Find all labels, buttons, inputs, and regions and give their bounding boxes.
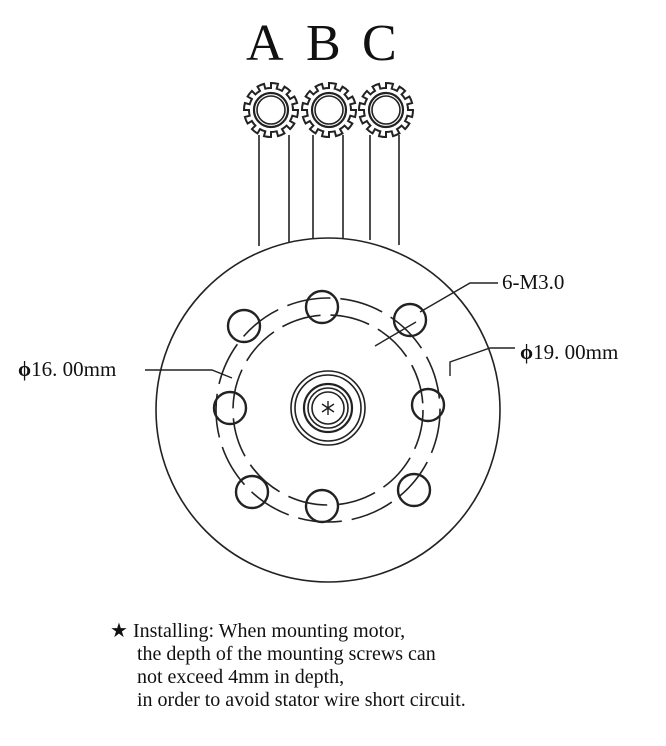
outer-diameter-value: 19. 00mm: [533, 340, 619, 364]
star-icon: ★: [110, 620, 128, 642]
connector-gear: [357, 81, 415, 139]
screw-hole: [226, 308, 262, 344]
connector-gear: [300, 81, 358, 139]
wires: [258, 135, 400, 246]
diameter-symbol: ϕ: [18, 357, 32, 381]
installation-note: ★ Installing: When mounting motor, the d…: [110, 620, 466, 712]
screw-hole: [234, 474, 270, 510]
inner-diameter-label: ϕ16. 00mm: [18, 357, 116, 382]
leader-lines: [145, 282, 515, 379]
outer-diameter-label: ϕ19. 00mm: [520, 340, 618, 365]
connector-gear: [242, 81, 300, 139]
phase-label-b: B: [306, 15, 341, 72]
phase-connectors: [242, 81, 415, 139]
shaft-hub: [290, 370, 366, 446]
inner-bolt-circle: [232, 314, 424, 506]
screw-hole: [410, 387, 446, 423]
note-line: Installing: When mounting motor,: [132, 620, 406, 642]
screw-hole: [304, 289, 340, 325]
inner-diameter-value: 16. 00mm: [31, 357, 117, 381]
diameter-symbol: ϕ: [520, 340, 534, 364]
note-line: the depth of the mounting screws can: [137, 643, 436, 665]
note-line: in order to avoid stator wire short circ…: [137, 689, 466, 711]
motor-body: [155, 237, 501, 583]
screw-hole: [396, 472, 432, 508]
phase-label-c: C: [362, 15, 397, 72]
phase-label-a: A: [246, 15, 284, 72]
note-line: not exceed 4mm in depth,: [137, 666, 345, 688]
screw-hole: [304, 488, 340, 524]
screw-spec-label: 6-M3.0: [502, 270, 565, 294]
screw-hole: [212, 390, 248, 426]
screw-hole: [392, 302, 428, 338]
screw-holes: [212, 289, 446, 524]
